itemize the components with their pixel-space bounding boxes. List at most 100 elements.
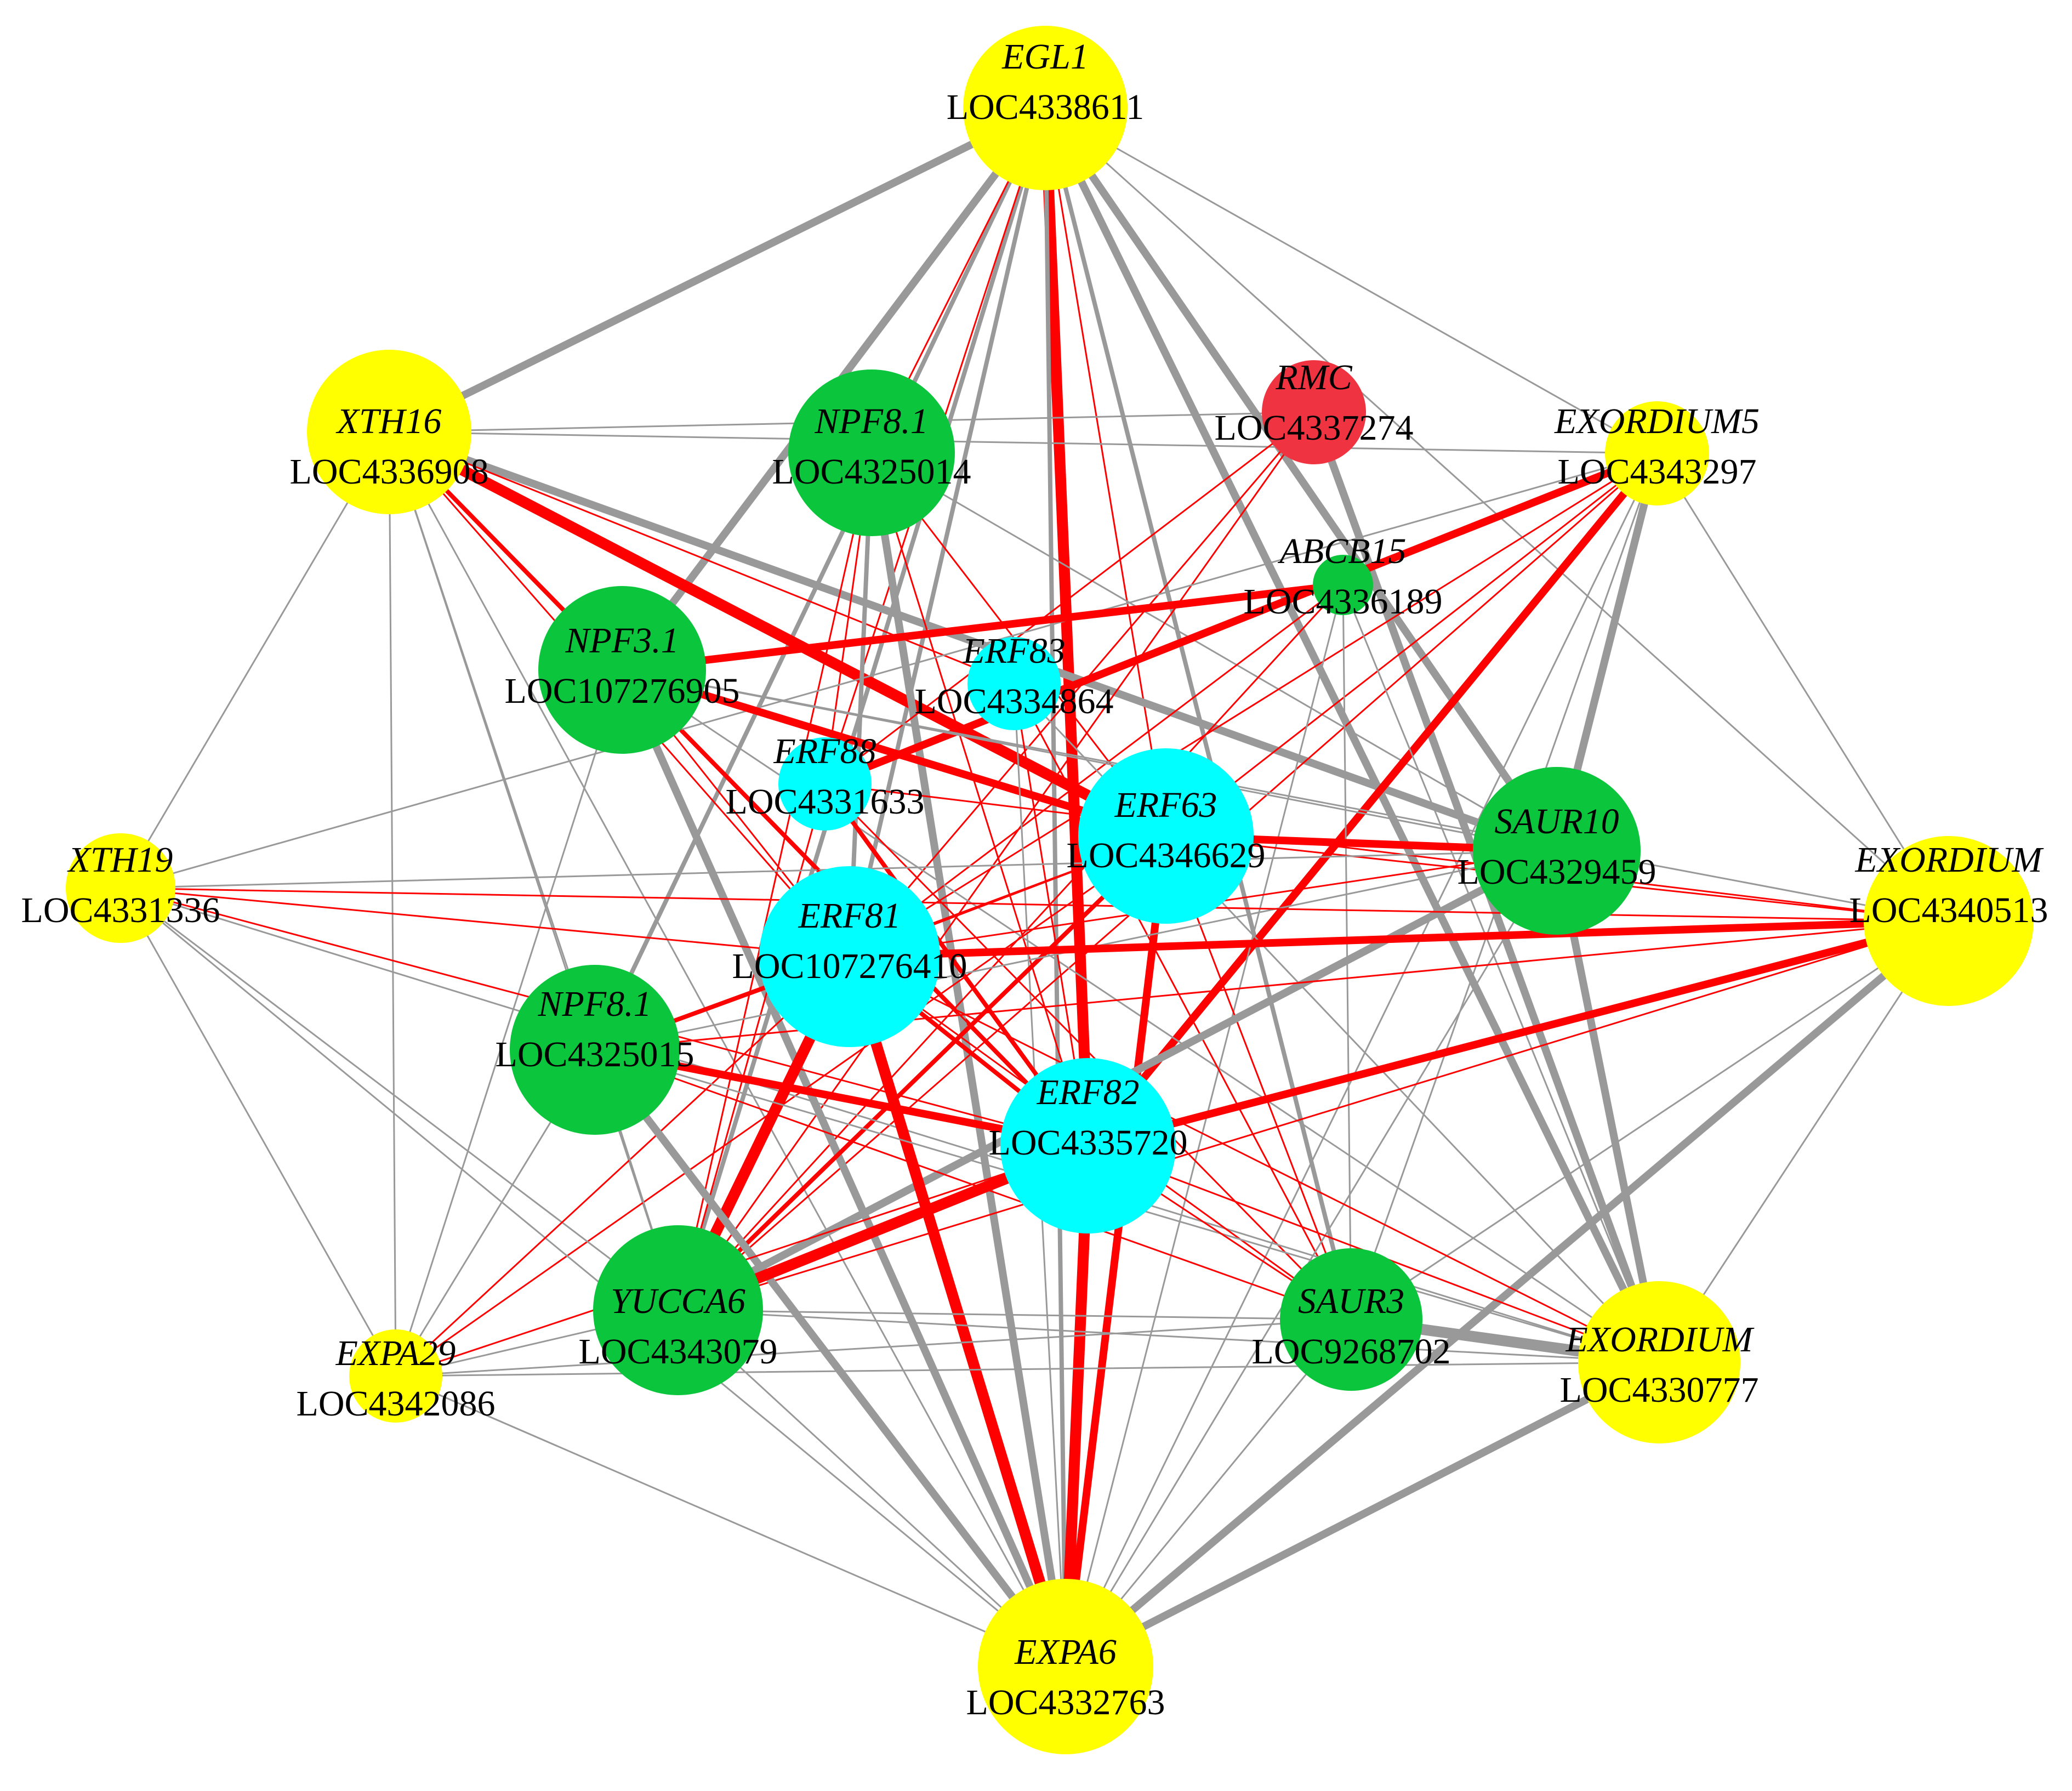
edge-EXORDIUM5-ERF82: [1084, 450, 1661, 1150]
edge-RMC-ERF88: [824, 411, 1315, 785]
edge-XTH19-ERF81: [119, 887, 851, 958]
edge-ABCB15-NPF3.1: [618, 581, 1347, 674]
edge-ERF83-SAUR3: [1013, 683, 1352, 1321]
edge-YUCCA6-EXPA6: [677, 1309, 1067, 1668]
edge-NPF8.1a-YUCCA6: [677, 452, 873, 1311]
edge-SAUR3-EXPA29: [395, 1318, 1352, 1377]
locus-id-label: LOC4335720: [989, 1123, 1188, 1163]
edge-XTH16-EXORDIUM5: [388, 431, 1658, 454]
gene-name-label: EXORDIUM: [1855, 840, 2045, 880]
edge-ERF63-EXPA6: [1062, 832, 1170, 1670]
gene-name-label: NPF8.1: [814, 401, 928, 441]
network-nodes: EGL1LOC4338611XTH16LOC4336908NPF8.1LOC43…: [21, 26, 2048, 1754]
locus-id-label: LOC4325015: [496, 1034, 695, 1074]
locus-id-label: LOC107276905: [505, 671, 740, 711]
node-circle: [1313, 555, 1373, 615]
edge-NPF3.1-EXPA6: [618, 666, 1069, 1670]
locus-id-label: LOC4337274: [1215, 408, 1414, 448]
edge-ERF88-SAUR3: [824, 783, 1352, 1321]
edge-EXORDIUM5-EXORDIUMa: [1656, 452, 1950, 922]
gene-name-label: ERF82: [1037, 1072, 1140, 1112]
edge-ERF88-EXORDIUMa: [824, 783, 1950, 922]
edge-EXORDIUM5-EXPA6: [1065, 452, 1658, 1668]
node-circle: [307, 350, 471, 514]
edge-XTH16-XTH19: [119, 431, 390, 889]
node-circle: [1578, 1281, 1740, 1443]
node-circle: [978, 1579, 1153, 1754]
edge-XTH16-NPF8.1b: [388, 431, 596, 1051]
edge-ERF63-YUCCA6: [676, 834, 1168, 1312]
edge-ABCB15-EXPA6: [1065, 584, 1344, 1668]
node-circle: [1280, 1248, 1422, 1391]
node-circle: [538, 586, 706, 754]
edge-EGL1-EXORDIUMb: [1041, 104, 1663, 1366]
node-circle: [349, 1329, 442, 1423]
gene-name-label: EGL1: [1001, 37, 1089, 77]
node-circle: [1605, 401, 1709, 505]
locus-id-label: LOC4346629: [1067, 835, 1266, 875]
gene-name-label: YUCCA6: [611, 1281, 745, 1321]
gene-name-label: ERF81: [798, 896, 901, 936]
edge-EXPA29-EXPA6: [395, 1375, 1067, 1668]
edge-NPF8.1a-ERF82: [870, 452, 1089, 1147]
gene-name-label: ABCB15: [1278, 531, 1407, 571]
edge-EXORDIUMb-EXPA6: [1062, 1358, 1663, 1670]
edge-EGL1-SAUR3: [1043, 106, 1353, 1322]
node-circle: [1864, 836, 2034, 1006]
edge-NPF8.1a-SAUR10: [870, 452, 1558, 852]
edge-EGL1-ERF81: [847, 106, 1048, 959]
edge-ERF82-XTH16: [388, 431, 1089, 1147]
edge-XTH16-EXPA29: [388, 431, 397, 1377]
edge-ERF81-EXPA6: [844, 951, 1071, 1672]
node-circle: [1262, 360, 1366, 464]
edge-EGL1-EXPA6: [1043, 106, 1068, 1669]
gene-name-label: EXORDIUM: [1566, 1320, 1755, 1360]
edge-NPF3.1-EXPA29: [395, 669, 623, 1377]
locus-id-label: LOC9268702: [1252, 1332, 1451, 1372]
edge-YUCCA6-SAUR3: [677, 1309, 1352, 1321]
locus-id-label: LOC107276410: [732, 946, 967, 986]
locus-id-label: LOC4336908: [290, 452, 489, 492]
locus-id-label: LOC4336189: [1244, 582, 1443, 622]
gene-name-label: NPF8.1: [537, 984, 651, 1024]
edge-EGL1-SAUR10: [1041, 104, 1561, 855]
edge-XTH16-SAUR10: [385, 428, 1561, 855]
node-circle: [1078, 748, 1254, 924]
edge-EXORDIUM5-XTH19: [119, 452, 1658, 889]
edge-NPF3.1-ERF63: [618, 666, 1170, 840]
gene-name-label: NPF3.1: [565, 621, 679, 661]
gene-name-label: XTH16: [335, 401, 442, 441]
edge-NPF3.1-EXORDIUMa: [621, 669, 1950, 922]
node-circle: [1000, 1058, 1176, 1233]
gene-name-label: EXPA6: [1014, 1632, 1117, 1672]
edge-NPF8.1b-EXPA6: [591, 1046, 1069, 1670]
gene-name-label: EXORDIUM5: [1554, 401, 1760, 441]
edge-NPF8.1a-EXPA6: [868, 449, 1069, 1670]
edge-EGL1-EXORDIUM5: [1044, 107, 1658, 454]
locus-id-label: LOC4343297: [1558, 452, 1757, 492]
node-circle: [510, 965, 680, 1135]
edge-XTH19-EXPA29: [119, 887, 397, 1377]
